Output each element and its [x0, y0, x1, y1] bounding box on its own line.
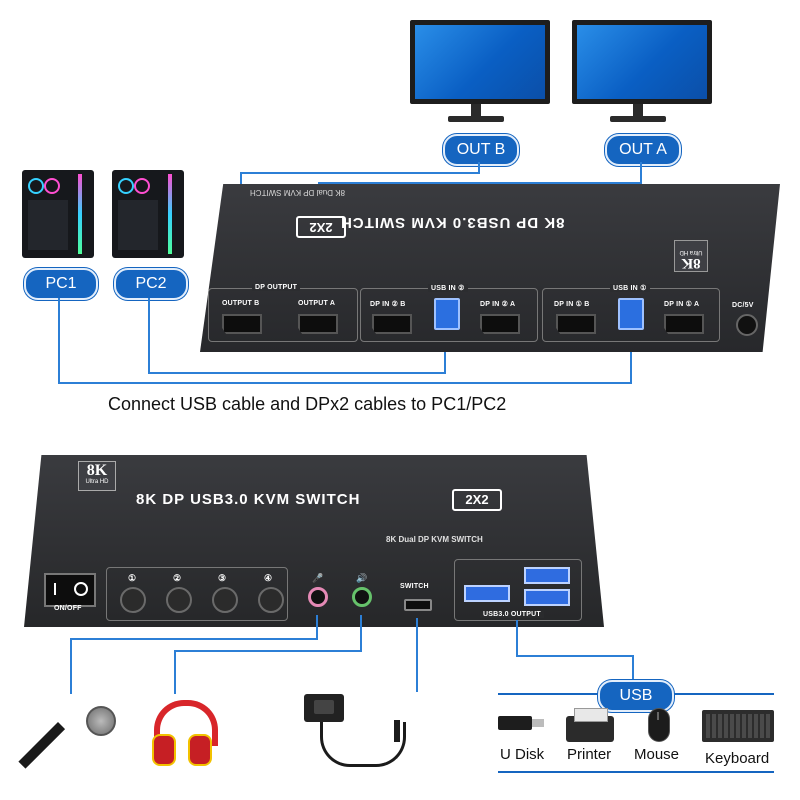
peripheral-label-u-disk: U Disk: [500, 746, 545, 763]
usb-in-1-label: USB IN ①: [610, 284, 650, 292]
usb-output-panel: [454, 559, 582, 621]
monitor-screen: [572, 20, 712, 104]
front-device-badge: 2X2: [452, 489, 502, 511]
dp-in-2a-port: [480, 314, 520, 334]
button-1-label: ①: [128, 573, 137, 583]
output-a-label: OUTPUT A: [298, 300, 336, 307]
dp-in-1b-label: DP IN ① B: [554, 301, 590, 308]
mic-jack: [308, 587, 328, 607]
buttons-panel: [106, 567, 288, 621]
top-device-logo: 8K Ultra HD: [674, 240, 708, 272]
pc-select-button-2[interactable]: [166, 587, 192, 613]
pc1-tower-icon: [22, 170, 94, 258]
usb-output-label: USB3.0 OUTPUT: [480, 611, 544, 618]
peripheral-label-mouse: Mouse: [634, 746, 680, 763]
connection-instruction: Connect USB cable and DPx2 cables to PC1…: [108, 394, 507, 414]
peripheral-label-printer: Printer: [567, 746, 612, 763]
pc2-tower-icon: [112, 170, 184, 258]
pc1-label: PC1: [24, 268, 98, 300]
dp-in-1a-label: DP IN ① A: [664, 301, 700, 308]
speaker-symbol-icon: 🔊: [356, 573, 368, 583]
usb-output-port-1: [464, 585, 510, 602]
pc2-label: PC2: [114, 268, 188, 300]
audio-out-jack: [352, 587, 372, 607]
button-3-label: ③: [218, 573, 227, 583]
button-4-label: ④: [264, 573, 273, 583]
dp-in-1b-port: [556, 314, 596, 334]
pc-select-button-3[interactable]: [212, 587, 238, 613]
dp-in-2b-label: DP IN ② B: [370, 301, 406, 308]
top-device-subtitle: 8K Dual DP KVM SWITCH: [250, 188, 345, 197]
kvm-switch-top-body: 8K Dual DP KVM SWITCH 8K DP USB3.0 KVM S…: [200, 184, 780, 352]
usb-in-1-port: [618, 298, 644, 330]
headphones-icon: [150, 700, 218, 766]
wired-switch-port: [404, 599, 432, 611]
pc-select-button-1[interactable]: [120, 587, 146, 613]
printer-icon: [566, 708, 614, 744]
wired-switch-icon: [300, 692, 410, 770]
out-b-label: OUT B: [443, 134, 519, 166]
top-device-title: 8K DP USB3.0 KVM SWITCH: [340, 214, 565, 231]
power-switch[interactable]: [44, 573, 96, 607]
dp-in-2a-label: DP IN ② A: [480, 301, 516, 308]
keyboard-icon: [702, 710, 774, 742]
usb-in-2-label: USB IN ②: [428, 284, 468, 292]
output-b-label: OUTPUT B: [222, 300, 260, 307]
dp-in-2b-port: [372, 314, 412, 334]
dp-in-1a-port: [664, 314, 704, 334]
peripheral-label-keyboard: Keyboard: [705, 750, 770, 767]
usb-label: USB: [598, 680, 674, 712]
microphone-icon: [18, 700, 116, 770]
power-label: ON/OFF: [54, 605, 82, 612]
out-a-label: OUT A: [605, 134, 681, 166]
mic-symbol-icon: 🎤: [312, 573, 324, 583]
front-device-subtitle: 8K Dual DP KVM SWITCH: [386, 535, 483, 544]
usb-drive-icon: [498, 712, 544, 734]
usb-output-port-2: [524, 567, 570, 584]
output-a-port: [298, 314, 338, 334]
usb-in-2-port: [434, 298, 460, 330]
monitor-screen: [410, 20, 550, 104]
top-device-badge: 2X2: [296, 216, 346, 238]
usb-output-port-3: [524, 589, 570, 606]
dc-power-port: [736, 314, 758, 336]
front-device-logo: 8K Ultra HD: [78, 461, 116, 491]
pc-select-button-4[interactable]: [258, 587, 284, 613]
switch-port-label: SWITCH: [400, 583, 429, 590]
front-device-title: 8K DP USB3.0 KVM SWITCH: [136, 491, 361, 508]
button-2-label: ②: [173, 573, 182, 583]
kvm-switch-front-body: 8K Ultra HD 8K DP USB3.0 KVM SWITCH 2X2 …: [24, 455, 604, 627]
output-b-port: [222, 314, 262, 334]
dp-output-label: DP OUTPUT: [252, 284, 301, 291]
dc-label: DC/5V: [732, 302, 754, 309]
mouse-icon: [646, 706, 672, 742]
